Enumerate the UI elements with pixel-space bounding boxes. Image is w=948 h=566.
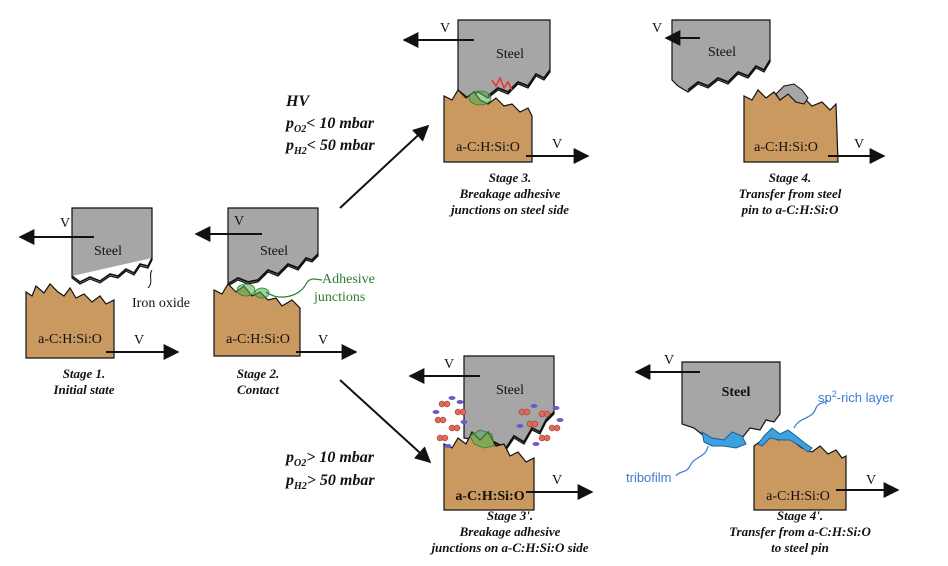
- stage-3-prime-caption-title: Stage 3'.: [487, 508, 533, 523]
- stage-2-adhesive-junction-a: [236, 283, 256, 297]
- stage-2-adhesive-junction-b: [254, 287, 270, 299]
- upper-condition-block: HV pO2< 10 mbar pH2< 50 mbar: [284, 93, 375, 157]
- stage-3-caption-line1: Breakage adhesive: [459, 186, 561, 201]
- stage-4-transfer-layer: [775, 83, 809, 105]
- stage-1-coating-block: [25, 283, 115, 359]
- stage-2-oxide-edge: [227, 253, 319, 285]
- stage-4-caption-line1: Transfer from steel: [739, 186, 842, 201]
- lower-condition-line2: pH2> 50 mbar: [284, 472, 375, 492]
- stage-2-coating-velocity-label: V: [318, 333, 328, 348]
- stage-2-caption-title: Stage 2.: [237, 366, 280, 381]
- stage-4-prime-tribofilm: [701, 430, 747, 449]
- upper-condition-line2: pO2< 10 mbar: [284, 115, 375, 135]
- stage-3-prime-caption-line1: Breakage adhesive: [459, 524, 561, 539]
- stage-3-prime-steel-label: Steel: [496, 383, 524, 398]
- stage-4-steel-label: Steel: [708, 45, 736, 60]
- stage-3-caption-title: Stage 3.: [489, 170, 532, 185]
- stage-4-prime-tribofilm-pointer: [675, 445, 709, 477]
- stage-3-prime-coating-velocity-label: V: [552, 473, 562, 488]
- stage-2-steel-label: Steel: [260, 244, 288, 259]
- stage-3-panel: Steel a-C:H:Si:O V V Stage 3. Breakage a…: [402, 19, 590, 217]
- stage-3-coating-velocity-label: V: [552, 137, 562, 152]
- stage-1-caption-title: Stage 1.: [63, 366, 106, 381]
- stage-2-coating-label: a-C:H:Si:O: [226, 332, 290, 347]
- stage-4-steel-edge: [687, 59, 771, 91]
- stage-1-steel-label: Steel: [94, 244, 122, 259]
- stage-3-caption-line2: junctions on steel side: [449, 202, 569, 217]
- stage-4-prime-coating-label: a-C:H:Si:O: [766, 489, 830, 504]
- branch-arrow-lower: [339, 379, 432, 464]
- stage-3-coating-label: a-C:H:Si:O: [456, 140, 520, 155]
- stage-3-prime-panel: Steel a-C:H:Si:O V V Stage 3'. Breakage …: [408, 355, 594, 555]
- stage-2-adhesive-label-1: Adhesive: [322, 272, 375, 287]
- stage-1-panel: Steel a-C:H:Si:O V V Iron oxide Stage 1.…: [18, 207, 190, 397]
- stage-4-prime-sp2-label: sp2-rich layer: [818, 389, 894, 405]
- stage-4-steel-velocity-label: V: [652, 21, 662, 36]
- stage-3-red-wear-mark: [491, 76, 513, 91]
- stage-3-prime-caption-line2: junctions on a-C:H:Si:O side: [429, 540, 588, 555]
- stage-4-coating-label: a-C:H:Si:O: [754, 140, 818, 155]
- stage-3-prime-adhesive-junction: [469, 429, 495, 449]
- stage-4-prime-panel: Steel a-C:H:Si:O V V tribofilm sp2-rich …: [626, 353, 900, 555]
- stage-4-prime-sp2-pointer: [793, 399, 829, 429]
- stage-1-coating-velocity-label: V: [134, 333, 144, 348]
- stage-4-coating-velocity-label: V: [854, 137, 864, 152]
- stage-3-prime-particles-left: [432, 396, 468, 448]
- stage-3-coating-block: [443, 89, 533, 163]
- stage-2-panel: Steel a-C:H:Si:O V V Adhesive junctions …: [194, 207, 375, 397]
- stage-3-prime-particles-right: [516, 404, 564, 446]
- stage-2-adhesive-label-2: junctions: [313, 290, 365, 305]
- stage-2-caption-line: Contact: [237, 382, 279, 397]
- stage-3-adhesive-junction: [468, 90, 492, 106]
- lower-condition-block: pO2> 10 mbar pH2> 50 mbar: [284, 449, 375, 492]
- stage-3-steel-edge: [487, 69, 551, 97]
- stage-4-prime-sp2-layer: [757, 427, 813, 453]
- stage-3-prime-coating-label: a-C:H:Si:O: [455, 489, 524, 504]
- stage-3-steel-label: Steel: [496, 47, 524, 62]
- branch-arrow-upper: [339, 124, 430, 209]
- stage-1-caption-line: Initial state: [52, 382, 114, 397]
- stage-3-prime-steel-velocity-label: V: [444, 357, 454, 372]
- stage-1-coating-label: a-C:H:Si:O: [38, 332, 102, 347]
- stage-2-adhesive-pointer: [265, 278, 323, 298]
- stage-4-prime-steel-label: Steel: [722, 385, 751, 400]
- stage-4-prime-coating-velocity-label: V: [866, 473, 876, 488]
- stage-1-iron-oxide-label: Iron oxide: [132, 296, 190, 311]
- stage-4-prime-tribofilm-label: tribofilm: [626, 470, 672, 485]
- stage-2-steel-velocity-label: V: [234, 214, 244, 229]
- upper-condition-line3: pH2< 50 mbar: [284, 137, 375, 157]
- stage-1-iron-oxide-layer: [71, 257, 153, 283]
- stage-3-prime-steel-edge: [485, 411, 555, 451]
- stage-4-caption-line2: pin to a-C:H:Si:O: [741, 202, 839, 217]
- stage-4-prime-caption-title: Stage 4'.: [777, 508, 823, 523]
- stage-4-prime-steel-velocity-label: V: [664, 353, 674, 368]
- stage-1-steel-velocity-label: V: [60, 216, 70, 231]
- stage-3-steel-velocity-label: V: [440, 21, 450, 36]
- stage-4-prime-caption-line2: to steel pin: [771, 540, 829, 555]
- stage-4-prime-steel-block: [681, 361, 781, 443]
- stage-4-prime-caption-line1: Transfer from a-C:H:Si:O: [729, 524, 871, 539]
- upper-condition-line1: HV: [285, 93, 310, 110]
- stage-1-iron-oxide-pointer: [147, 269, 153, 289]
- stage-4-caption-title: Stage 4.: [769, 170, 812, 185]
- stage-4-panel: Steel a-C:H:Si:O V V Stage 4. Transfer f…: [652, 19, 886, 217]
- lower-condition-line1: pO2> 10 mbar: [284, 449, 375, 469]
